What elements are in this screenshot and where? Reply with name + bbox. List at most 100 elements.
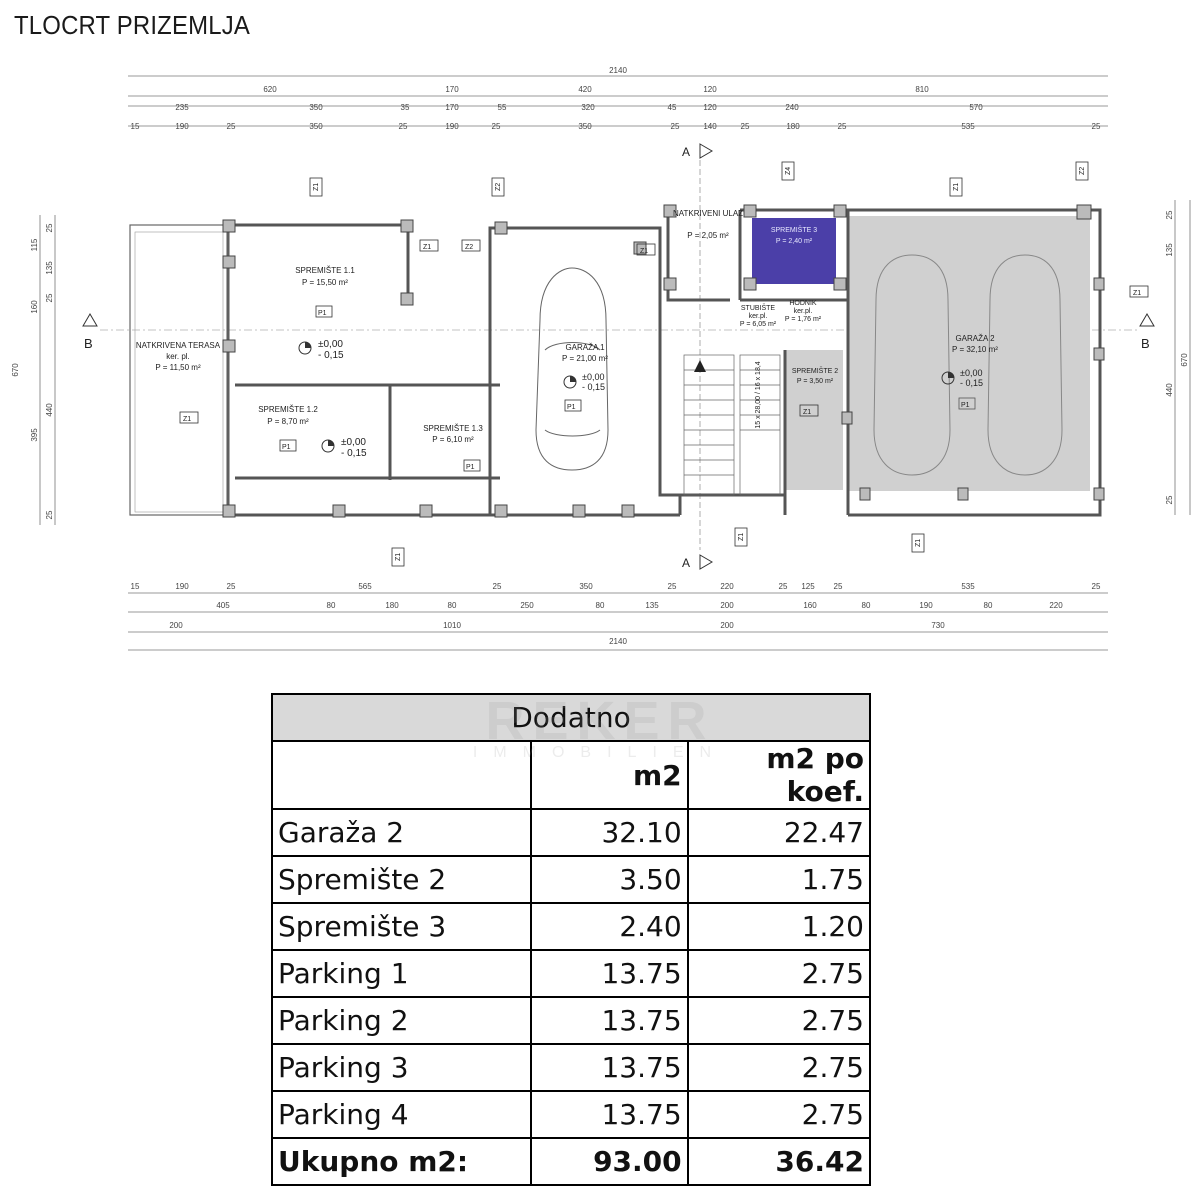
row-name: Parking 3: [270, 1043, 533, 1092]
svg-text:220: 220: [1049, 601, 1063, 610]
svg-text:200: 200: [720, 601, 734, 610]
dim-label: 25: [227, 122, 236, 131]
dim-label: 350: [309, 122, 323, 131]
svg-text:- 0,15: - 0,15: [318, 350, 344, 361]
row-koef: 1.20: [686, 902, 872, 951]
svg-text:190: 190: [175, 582, 189, 591]
section-marker-a-bottom: A: [682, 554, 713, 570]
svg-text:350: 350: [579, 582, 593, 591]
svg-text:P = 32,10 m²: P = 32,10 m²: [952, 345, 998, 354]
svg-text:135: 135: [45, 261, 54, 275]
table-row: Parking 1 13.75 2.75: [270, 949, 872, 998]
dim-right-labels: 25 135 670 440 25: [1165, 210, 1189, 504]
room-terasa: NATKRIVENA TERASA ker. pl. P = 11,50 m²: [136, 341, 221, 372]
svg-text:80: 80: [862, 601, 871, 610]
dim-label: 170: [445, 103, 459, 112]
svg-text:ker.pl.: ker.pl.: [794, 308, 813, 315]
svg-text:80: 80: [327, 601, 336, 610]
row-m2: 2.40: [530, 902, 689, 951]
row-koef: 1.75: [686, 855, 872, 904]
svg-text:±0,00: ±0,00: [960, 368, 982, 378]
total-koef: 36.42: [686, 1137, 872, 1186]
svg-text:730: 730: [931, 621, 945, 630]
svg-text:Z1: Z1: [640, 248, 648, 255]
svg-text:±0,00: ±0,00: [582, 372, 604, 382]
room-spremiste-1-3: SPREMIŠTE 1.3 P = 6,10 m²: [423, 424, 483, 444]
svg-text:P1: P1: [961, 402, 970, 409]
column-header-m2: m2: [530, 740, 689, 810]
area-table: Dodatno m2 m2 po koef. Garaža 2 32.10 22…: [270, 693, 872, 1186]
svg-text:NATKRIVENA TERASA: NATKRIVENA TERASA: [136, 341, 221, 350]
svg-text:395: 395: [30, 428, 39, 442]
svg-text:535: 535: [961, 582, 975, 591]
table-total-row: Ukupno m2: 93.00 36.42: [270, 1137, 872, 1186]
dimension-lines-left: [39, 215, 56, 525]
dim-top-row3: 15 190 25 350 25 190 25 350 25 140 25 18…: [131, 122, 1101, 131]
svg-text:Z4: Z4: [785, 167, 792, 175]
svg-text:405: 405: [216, 601, 230, 610]
room-hodnik: HODNIK ker.pl. P = 1,76 m²: [785, 300, 822, 323]
svg-text:135: 135: [645, 601, 659, 610]
dim-label: 140: [703, 122, 717, 131]
table-row: Garaža 2 32.10 22.47: [270, 808, 872, 857]
column-header-name: [270, 740, 533, 810]
svg-text:200: 200: [720, 621, 734, 630]
svg-text:P = 1,76 m²: P = 1,76 m²: [785, 316, 822, 323]
stair-arrow-icon: [694, 360, 706, 372]
dim-label: 120: [703, 85, 717, 94]
svg-text:P1: P1: [318, 310, 327, 317]
room-ulaz: NATKRIVENI ULAZ P = 2,05 m²: [673, 209, 743, 240]
column-header-koef: m2 po koef.: [686, 740, 872, 810]
level-marker-3: ±0,00 - 0,15: [563, 372, 605, 392]
svg-text:ker. pl.: ker. pl.: [166, 352, 190, 361]
row-name: Garaža 2: [270, 808, 533, 857]
dim-label: 45: [668, 103, 677, 112]
svg-text:115: 115: [30, 238, 39, 251]
table-row: Parking 3 13.75 2.75: [270, 1043, 872, 1092]
svg-text:25: 25: [45, 510, 54, 519]
svg-text:Z2: Z2: [1079, 167, 1086, 175]
svg-text:Z1: Z1: [953, 183, 960, 191]
svg-text:190: 190: [919, 601, 933, 610]
svg-text:Z1: Z1: [1133, 290, 1141, 297]
svg-text:Z1: Z1: [395, 553, 402, 561]
car-garage-1: [535, 267, 609, 471]
svg-text:25: 25: [1165, 495, 1174, 504]
dim-label: 350: [309, 103, 323, 112]
svg-text:25: 25: [45, 223, 54, 232]
svg-text:P = 21,00 m²: P = 21,00 m²: [562, 354, 608, 363]
svg-text:P = 2,40 m²: P = 2,40 m²: [776, 238, 813, 245]
svg-text:GARAŽA 2: GARAŽA 2: [955, 334, 995, 343]
wall-tags: Z1 Z2 Z4 Z2 Z1 Z1 Z2 Z1 Z1 Z1 Z1 Z1 Z1 Z…: [179, 161, 1149, 567]
svg-text:160: 160: [30, 300, 39, 314]
svg-text:P1: P1: [282, 444, 291, 451]
svg-text:25: 25: [493, 582, 502, 591]
room-spremiste-1-2: SPREMIŠTE 1.2 P = 8,70 m²: [258, 405, 318, 426]
svg-text:SPREMIŠTE 1.2: SPREMIŠTE 1.2: [258, 405, 318, 414]
svg-text:P = 2,05 m²: P = 2,05 m²: [687, 231, 729, 240]
level-marker-4: ±0,00 - 0,15: [941, 368, 983, 388]
garage-2-area: [848, 216, 1090, 491]
row-m2: 13.75: [530, 1090, 689, 1139]
svg-text:- 0,15: - 0,15: [960, 378, 983, 388]
dim-label: 170: [445, 85, 459, 94]
svg-text:25: 25: [227, 582, 236, 591]
svg-text:SPREMIŠTE 2: SPREMIŠTE 2: [792, 366, 838, 375]
dim-label: 15: [131, 122, 140, 131]
storage-3-area: [752, 218, 836, 284]
svg-text:SPREMIŠTE 1.1: SPREMIŠTE 1.1: [295, 266, 355, 275]
svg-text:Z1: Z1: [313, 183, 320, 191]
room-spremiste-2: SPREMIŠTE 2 P = 3,50 m²: [792, 366, 838, 385]
dim-label: 35: [401, 103, 410, 112]
svg-text:25: 25: [45, 293, 54, 302]
car-garage-2-right: [987, 254, 1063, 476]
table-row: Parking 4 13.75 2.75: [270, 1090, 872, 1139]
svg-text:250: 250: [520, 601, 534, 610]
dim-top-total: 2140: [609, 66, 627, 75]
svg-text:P1: P1: [466, 464, 475, 471]
svg-text:B: B: [1141, 336, 1150, 351]
svg-text:±0,00: ±0,00: [341, 437, 366, 448]
dim-label: 570: [969, 103, 983, 112]
storage-2-area: [785, 350, 843, 490]
svg-text:ker.pl.: ker.pl.: [749, 313, 768, 320]
